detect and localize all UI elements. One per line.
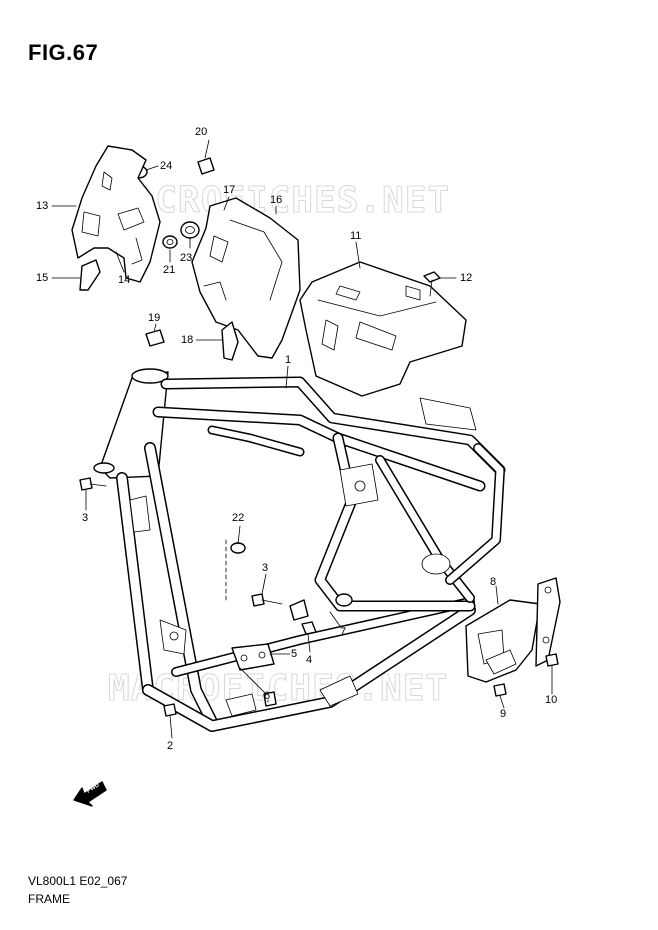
part-6-bolt [239,667,277,707]
part-22-plug [225,539,246,601]
callout-21: 21 [163,264,176,276]
part-10-bolt [545,653,559,667]
callout-22: 22 [232,512,245,524]
callout-15: 15 [36,272,49,284]
leader-lines [51,139,553,739]
part-20-cap [197,157,215,175]
diagram-name: FRAME [28,892,70,906]
part-15-strip [79,259,101,291]
callout-12: 12 [460,272,473,284]
callout-14: 14 [118,274,131,286]
callout-20: 20 [195,126,208,138]
callout-24: 24 [160,160,173,172]
callout-9: 9 [500,708,507,720]
callout-5: 5 [291,648,298,660]
callout-11: 11 [350,230,362,242]
part-4-nut [301,621,317,635]
part-1-main-frame [93,368,506,732]
callout-16: 16 [270,194,283,206]
callout-4: 4 [306,654,313,666]
callout-3-lower: 3 [262,562,269,574]
part-8-bracket [465,577,561,683]
callout-3-upper: 3 [82,512,89,524]
part-12-bolt [423,271,441,297]
callout-10: 10 [545,694,558,706]
callout-17: 17 [223,184,236,196]
part-3-bolt-upper [79,477,107,491]
callout-8: 8 [490,576,497,588]
forward-direction-arrow: FWD [73,781,107,807]
part-21-grommet [162,235,178,249]
callout-13: 13 [36,200,49,212]
callout-2: 2 [167,740,174,752]
callout-23: 23 [180,252,193,264]
part-18-strip [221,321,239,361]
part-5-bracket [231,643,275,671]
part-3-bolt-lower [251,593,283,607]
part-9-bolt [493,683,507,697]
part-23-grommet [180,221,200,239]
callout-19: 19 [148,312,161,324]
callout-7: 7 [340,626,347,638]
part-2-bolt [163,703,177,717]
callout-18: 18 [181,334,194,346]
watermark-top: MACROFICHES.NET [109,180,451,222]
diagram-code: VL800L1 E02_067 [28,874,128,888]
part-13-side-cover [71,145,161,283]
callout-1: 1 [285,354,292,366]
part-19-cap [145,329,165,347]
part-16-side-cover [191,197,301,359]
part-11-battery-holder [299,261,467,397]
figure-title: FIG.67 [28,40,99,65]
part-7-bracket [289,593,353,621]
callout-6: 6 [264,690,271,702]
